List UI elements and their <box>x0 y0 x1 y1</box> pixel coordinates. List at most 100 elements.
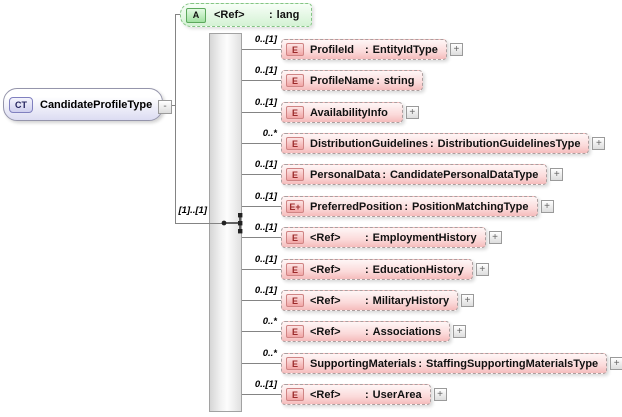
attribute-box[interactable]: A <Ref> : lang <box>180 3 313 27</box>
element-icon: E <box>286 357 304 370</box>
connector-element-line <box>241 300 281 301</box>
cardinality-label: 0..[1] <box>254 222 277 233</box>
element-box[interactable]: E ProfileId : EntityIdType <box>281 39 447 60</box>
sequence-cardinality-label: [1]..[1] <box>178 205 208 216</box>
cardinality-label: 0..[1] <box>254 285 277 296</box>
element-icon: E <box>286 74 304 87</box>
expand-icon[interactable]: + <box>449 43 463 56</box>
element-box[interactable]: E AvailabilityInfo <box>281 102 403 123</box>
connector-element-line <box>241 363 281 364</box>
cardinality-label: 0..* <box>262 316 277 327</box>
element-type: PositionMatchingType <box>411 200 529 213</box>
complex-type-box[interactable]: CT CandidateProfileType <box>3 88 164 121</box>
cardinality-label: 0..* <box>262 348 277 359</box>
expand-icon[interactable]: + <box>405 106 419 119</box>
sequence-compositor-icon[interactable] <box>220 210 246 241</box>
element-row: E <Ref> : Associations + <box>281 321 467 342</box>
element-name: AvailabilityInfo <box>310 106 388 119</box>
element-name: ProfileName <box>310 74 375 87</box>
element-icon: E <box>286 294 304 307</box>
element-type: DistributionGuidelinesType <box>437 137 581 150</box>
element-colon: : <box>365 263 369 276</box>
expand-icon[interactable]: + <box>433 388 447 401</box>
element-type: string <box>383 74 415 87</box>
expand-icon[interactable]: + <box>475 263 489 276</box>
connector-element-line <box>241 331 281 332</box>
connector-sequence-line <box>175 223 226 224</box>
cardinality-label: 0..[1] <box>254 379 277 390</box>
element-row: E DistributionGuidelines : DistributionG… <box>281 133 606 154</box>
cardinality-label: 0..[1] <box>254 159 277 170</box>
connector-element-line <box>241 143 281 144</box>
connector-element-line <box>241 174 281 175</box>
element-box[interactable]: E <Ref> : UserArea <box>281 384 431 405</box>
element-type: StaffingSupportingMaterialsType <box>426 357 599 370</box>
expand-icon[interactable]: + <box>592 137 606 150</box>
element-row: E SupportingMaterials : StaffingSupporti… <box>281 353 622 374</box>
element-name: DistributionGuidelines <box>310 137 428 150</box>
element-colon: : <box>365 325 369 338</box>
element-type: CandidatePersonalDataType <box>389 168 539 181</box>
element-row: E ProfileName : string <box>281 70 424 91</box>
expand-icon[interactable]: + <box>610 357 622 370</box>
element-icon: E <box>286 231 304 244</box>
connector-trunk-line <box>175 14 176 224</box>
element-row: E <Ref> : EmploymentHistory + <box>281 227 502 248</box>
element-row: E <Ref> : UserArea + <box>281 384 447 405</box>
expand-icon[interactable]: + <box>540 200 554 213</box>
element-colon: : <box>382 168 386 181</box>
element-box[interactable]: E PersonalData : CandidatePersonalDataTy… <box>281 164 548 185</box>
element-row: E <Ref> : MilitaryHistory + <box>281 290 475 311</box>
element-colon: : <box>404 200 408 213</box>
cardinality-label: 0..[1] <box>254 65 277 76</box>
element-type: UserArea <box>372 388 422 401</box>
element-box[interactable]: E <Ref> : MilitaryHistory <box>281 290 459 311</box>
element-name: ProfileId <box>310 43 355 56</box>
element-box[interactable]: E+ PreferredPosition : PositionMatchingT… <box>281 196 538 217</box>
element-icon: E <box>286 388 304 401</box>
cardinality-label: 0..[1] <box>254 254 277 265</box>
element-type: EntityIdType <box>372 43 438 56</box>
element-colon: : <box>418 357 423 370</box>
element-name: PreferredPosition <box>310 200 403 213</box>
element-icon: E <box>286 137 304 150</box>
cardinality-label: 0..[1] <box>254 97 277 108</box>
connector-element-line <box>241 206 281 207</box>
connector-element-line <box>241 112 281 113</box>
element-colon: : <box>429 137 434 150</box>
collapse-icon[interactable]: - <box>158 100 172 114</box>
expand-icon[interactable]: + <box>488 231 502 244</box>
expand-icon[interactable]: + <box>550 168 564 181</box>
connector-attribute-line <box>175 14 181 15</box>
element-type: Associations <box>372 325 442 338</box>
element-colon: : <box>376 74 380 87</box>
element-icon: E <box>286 43 304 56</box>
element-box[interactable]: E ProfileName : string <box>281 70 424 91</box>
expand-icon[interactable]: + <box>453 325 467 338</box>
element-box[interactable]: E SupportingMaterials : StaffingSupporti… <box>281 353 608 374</box>
cardinality-label: 0..[1] <box>254 191 277 202</box>
element-name: <Ref> <box>310 263 341 276</box>
element-icon: E <box>286 263 304 276</box>
element-box[interactable]: E <Ref> : Associations <box>281 321 451 342</box>
element-box[interactable]: E DistributionGuidelines : DistributionG… <box>281 133 590 154</box>
expand-icon[interactable]: + <box>461 294 475 307</box>
connector-element-line <box>241 269 281 270</box>
element-icon: E+ <box>286 200 304 213</box>
cardinality-label: 0..* <box>262 128 277 139</box>
attribute-name: <Ref> <box>214 9 245 21</box>
element-type: EmploymentHistory <box>372 231 477 244</box>
element-box[interactable]: E <Ref> : EducationHistory <box>281 259 473 280</box>
element-name: PersonalData <box>310 168 381 181</box>
element-name: <Ref> <box>310 388 341 401</box>
attribute-type: lang <box>276 9 300 21</box>
element-colon: : <box>365 43 369 56</box>
element-box[interactable]: E <Ref> : EmploymentHistory <box>281 227 486 248</box>
attribute-colon: : <box>269 9 273 21</box>
connector-element-line <box>241 394 281 395</box>
element-name: SupportingMaterials <box>310 357 417 370</box>
element-colon: : <box>365 231 369 244</box>
element-name: <Ref> <box>310 325 341 338</box>
complex-type-icon: CT <box>9 96 33 113</box>
